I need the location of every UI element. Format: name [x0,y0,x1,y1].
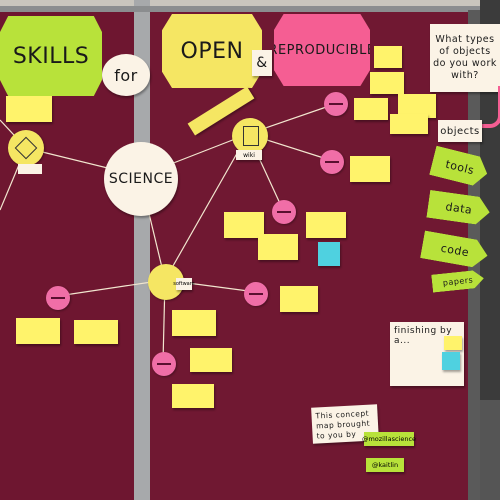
open-label: OPEN [180,38,244,64]
ampersand-card: & [252,50,272,76]
diamond-icon [14,136,38,160]
reproducible-card: REPRODUCIBLE [274,14,370,86]
floor-corner [480,400,500,500]
sticky-14 [172,310,216,336]
objects-card: objects [438,120,482,142]
sticky-11 [280,286,318,312]
question-card: What types of objects do you work with? [430,24,500,92]
sticky-10 [306,212,346,238]
sticky-2 [374,46,402,68]
tools-label: tools [444,157,476,177]
skills-card: SKILLS [0,16,102,96]
node-label-top: wiki [236,150,262,160]
pink-node-5 [244,282,268,306]
papers-label: papers [442,274,474,288]
science-card: SCIENCE [104,142,178,216]
reproducible-label: REPRODUCIBLE [268,42,376,58]
pink-node-2 [320,150,344,174]
sticky-1 [6,96,52,122]
board-top-rail [0,6,480,12]
science-label: SCIENCE [108,171,174,187]
objects-label: objects [440,125,480,137]
yellow-node-top [232,118,268,154]
node-label-bottom: software [173,278,195,290]
sticky-7 [350,156,390,182]
node-label-left [18,164,42,174]
pink-arrow [482,86,500,128]
handle-tag-2: @kaitlin [366,458,404,472]
pink-node-3 [272,200,296,224]
skills-label: SKILLS [12,43,90,69]
for-card: for [102,54,150,96]
pink-node-4 [46,286,70,310]
note-card-text: finishing by a... [394,326,453,346]
open-card: OPEN [162,14,262,88]
document-icon [243,126,259,146]
sticky-6 [390,114,428,134]
handle-tag-1: @mozillascience [361,432,417,446]
for-label: for [114,65,138,85]
handle-tag-1-label: @mozillascience [361,435,417,443]
pink-node-6 [152,352,176,376]
board-divider [134,0,150,500]
sticky-4 [354,98,388,120]
sticky-blue [318,242,340,266]
sticky-13 [74,320,118,344]
pink-node-1 [324,92,348,116]
question-label: What types of objects do you work with? [433,34,497,81]
handle-tag-2-label: @kaitlin [371,461,399,469]
data-label: data [444,199,474,217]
sticky-9 [258,234,298,260]
sticky-mini-1 [444,336,462,350]
wiki-label: wiki [243,151,255,159]
yellow-node-left [8,130,44,166]
ampersand-label: & [256,55,268,71]
sticky-12 [16,318,60,344]
sticky-mini-blue [442,352,460,370]
software-label: software [173,281,195,287]
sticky-15 [190,348,232,372]
sticky-16 [172,384,214,408]
sticky-3 [370,72,404,94]
sticky-8 [224,212,264,238]
code-label: code [439,241,471,259]
